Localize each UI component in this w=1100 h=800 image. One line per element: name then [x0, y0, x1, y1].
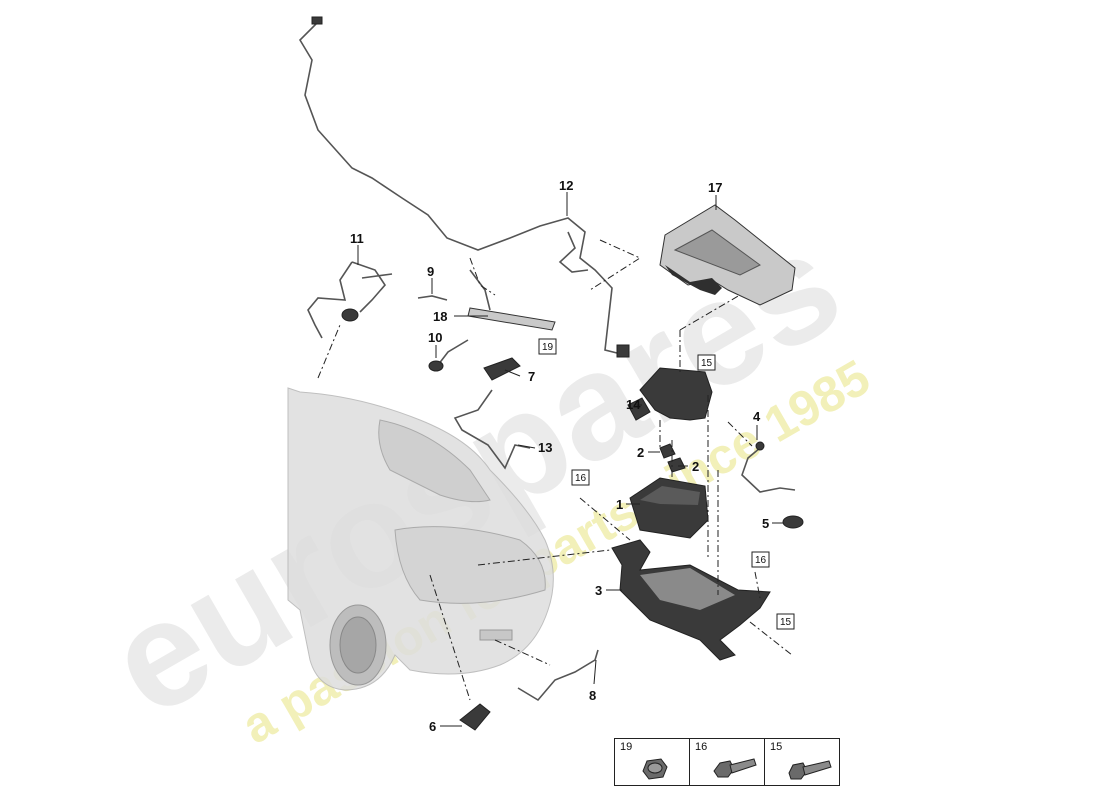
- bolt-icon: [788, 760, 832, 780]
- legend-label: 16: [695, 741, 708, 753]
- callout-3: 3: [595, 583, 602, 598]
- wiring-harness-13: [453, 389, 531, 470]
- boxed-references: 19 15 16 16 15: [538, 338, 795, 630]
- bracket-18: [467, 269, 556, 331]
- vehicle-silhouette: [287, 387, 554, 691]
- callout-11: 10: [428, 330, 442, 345]
- callout-6: 6: [429, 719, 436, 734]
- boxed-ref-16-right: 16: [755, 555, 767, 566]
- assembly-lines: [317, 239, 793, 701]
- legend-label: 15: [770, 741, 783, 753]
- callout-18: 18: [433, 309, 447, 324]
- callout-17: 17: [708, 180, 722, 195]
- callout-7: 7: [528, 369, 535, 384]
- cover-17: [659, 204, 796, 306]
- callout-2b: 2: [692, 459, 699, 474]
- callout-2a: 2: [637, 445, 644, 460]
- wiring-harness-8: [517, 649, 599, 702]
- callout-14: 14: [626, 397, 641, 412]
- legend-cell-16: 16: [690, 739, 765, 785]
- boxed-ref-15-lower: 15: [780, 617, 792, 628]
- legend-cell-19: 19: [615, 739, 690, 785]
- callout-10: 11: [350, 231, 364, 246]
- legend-label: 19: [620, 741, 633, 753]
- callout-9: 9: [427, 264, 434, 279]
- sensor-11: [428, 339, 469, 372]
- boxed-ref-15-upper: 15: [701, 358, 713, 369]
- callout-1: 1: [616, 497, 623, 512]
- callout-4: 4: [753, 409, 761, 424]
- nut-icon: [642, 758, 668, 780]
- callout-12: 12: [559, 178, 573, 193]
- boxed-ref-19: 19: [542, 342, 554, 353]
- leader-lines: [357, 192, 783, 727]
- fastener-legend: 19 16 15: [614, 738, 840, 786]
- carrier-3: [611, 539, 771, 661]
- boxed-ref-16-left: 16: [575, 473, 587, 484]
- callout-8: 8: [589, 688, 596, 703]
- bracket-6: [459, 703, 491, 731]
- callouts: 12 17 11 9 18 10 7 14 4 13 2 2 1 5 3 8 6: [350, 178, 769, 734]
- holder-14: [627, 367, 713, 421]
- grommet-5: [782, 515, 804, 529]
- flange-bolt-icon: [713, 758, 757, 778]
- control-unit-1: [629, 477, 709, 539]
- wire-9: [417, 295, 448, 301]
- wiring-harness-10: [307, 261, 393, 339]
- callout-13: 13: [538, 440, 552, 455]
- wiring-harness-12: [298, 16, 630, 358]
- ground-cable-4: [741, 441, 796, 493]
- legend-cell-15: 15: [765, 739, 839, 785]
- module-7: [483, 357, 521, 381]
- callout-5: 5: [762, 516, 769, 531]
